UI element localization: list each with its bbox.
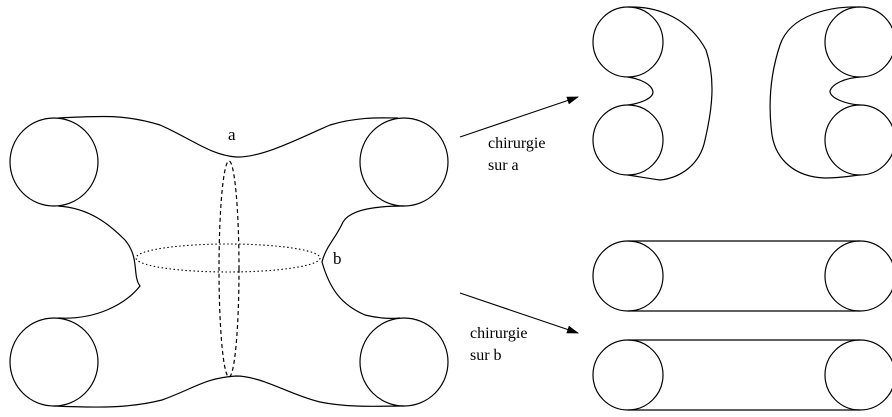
- result-a-left-circle-top: [592, 6, 664, 78]
- result-b-upper-circle-left: [592, 240, 664, 312]
- result-surgery-a: [592, 6, 892, 181]
- result-a-left-notch: [627, 76, 654, 106]
- result-surgery-b: [592, 240, 892, 411]
- result-b-lower-cylinder: [592, 339, 892, 411]
- result-b-lower-circle-left: [592, 339, 664, 411]
- result-a-right-contour: [769, 6, 861, 179]
- result-a-left-contour: [627, 6, 713, 181]
- surgery-arrow-b-group: chirurgie sur b: [459, 292, 579, 364]
- surface-right-edge: [321, 205, 405, 319]
- result-a-left-piece: [592, 6, 713, 181]
- result-b-lower-circle-right: [824, 339, 892, 411]
- boundary-circle-top-left: [9, 117, 99, 207]
- genus-four-surface: a b: [9, 115, 449, 408]
- caption-surgery-a-line2: sur a: [488, 157, 519, 174]
- surface-top-edge: [57, 115, 399, 158]
- caption-surgery-b-line1: chirurgie: [470, 325, 527, 342]
- surface-bottom-edge: [53, 375, 405, 408]
- boundary-circle-bottom-right: [359, 317, 449, 407]
- label-b: b: [333, 249, 342, 268]
- surgery-arrow-a-group: chirurgie sur a: [459, 96, 579, 174]
- result-b-upper-circle-right: [824, 240, 892, 312]
- result-a-right-notch: [829, 76, 861, 106]
- surface-left-upper-edge: [57, 205, 141, 319]
- curve-a: [218, 160, 240, 378]
- result-a-left-circle-bottom: [592, 104, 664, 176]
- label-a: a: [228, 125, 236, 144]
- arrow-to-surgery-b: [459, 292, 579, 334]
- boundary-circle-top-right: [359, 117, 449, 207]
- caption-surgery-b-line2: sur b: [470, 347, 502, 364]
- curve-b: [135, 243, 321, 273]
- result-b-upper-cylinder: [592, 240, 892, 312]
- result-a-right-piece: [769, 6, 892, 179]
- boundary-circle-bottom-left: [9, 317, 99, 407]
- caption-surgery-a-line1: chirurgie: [488, 135, 545, 152]
- result-a-right-circle-bottom: [824, 104, 892, 176]
- result-a-right-circle-top: [824, 6, 892, 78]
- arrow-to-surgery-a: [459, 96, 579, 138]
